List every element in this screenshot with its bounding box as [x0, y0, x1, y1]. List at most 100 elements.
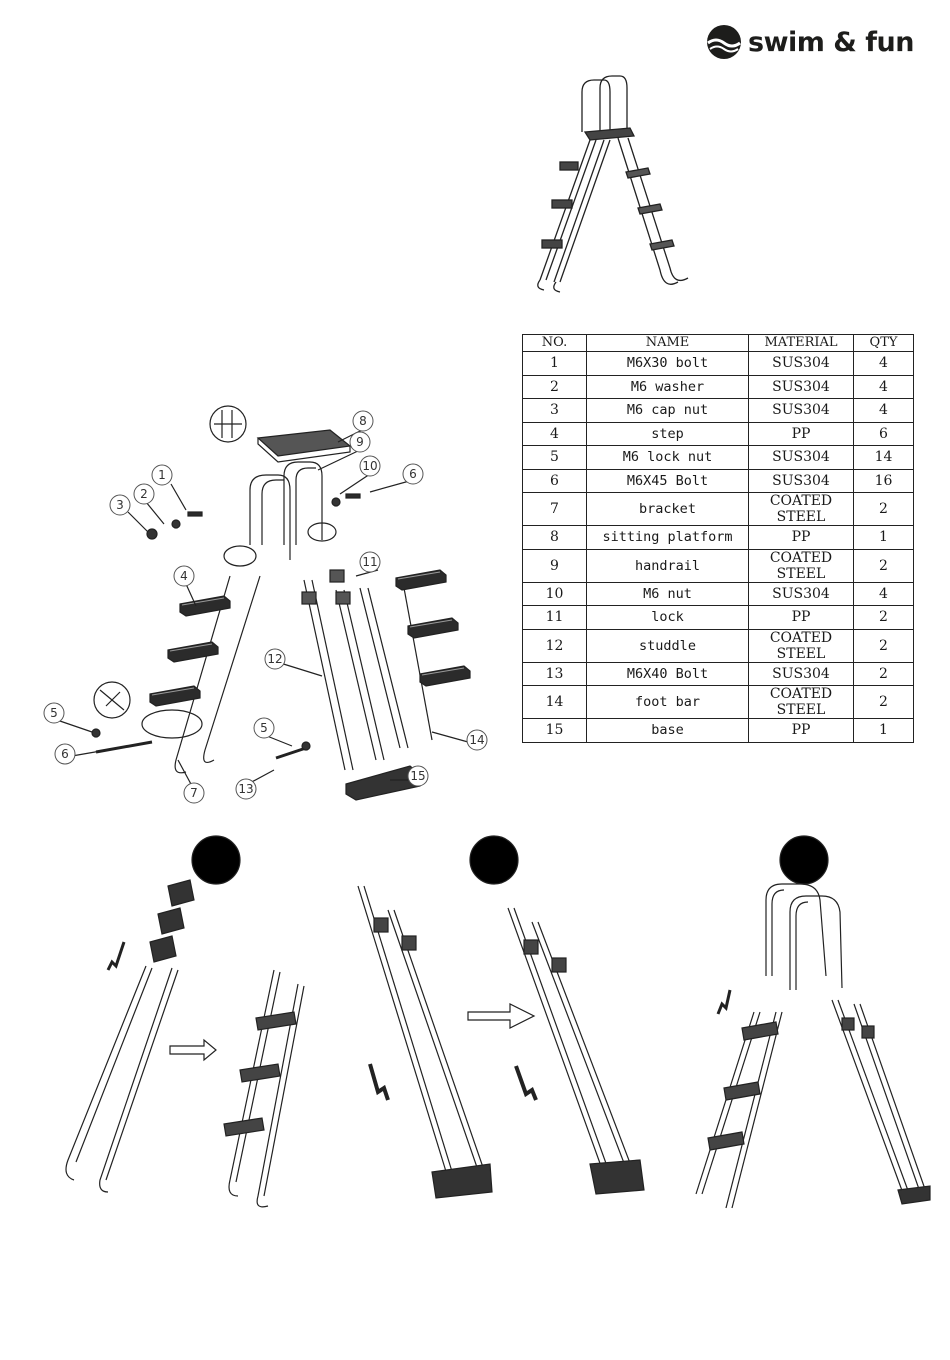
- cell-material: SUS304: [748, 468, 854, 493]
- col-header-material: MATERIAL: [748, 334, 854, 352]
- swim-and-fun-logo-icon: [707, 25, 741, 59]
- cell-name: lock: [586, 605, 749, 630]
- svg-text:14: 14: [469, 733, 484, 747]
- direction-arrow-icon: [368, 1063, 390, 1101]
- callout-15: 15: [407, 765, 429, 787]
- cell-no: 10: [522, 581, 587, 606]
- exploded-parts-diagram: [56, 405, 471, 801]
- callout-4: 4: [173, 565, 195, 587]
- callout-7: 7: [183, 782, 205, 804]
- cell-no: 5: [522, 445, 587, 470]
- callout-1: 1: [151, 464, 173, 486]
- cell-material: SUS304: [748, 398, 854, 423]
- cell-name: studdle: [586, 628, 749, 663]
- cell-material: PP: [748, 718, 854, 743]
- direction-arrow-icon: [716, 989, 732, 1015]
- cell-material: COATED STEEL: [748, 685, 854, 719]
- col-header-name: NAME: [586, 334, 749, 352]
- cell-name: bracket: [586, 492, 749, 526]
- callout-5: 5: [43, 702, 65, 724]
- assembly-step-1: [65, 835, 305, 1208]
- callout-10: 10: [359, 455, 381, 477]
- cell-qty: 2: [853, 605, 914, 630]
- cell-material: COATED STEEL: [748, 492, 854, 526]
- direction-arrow-icon: [169, 1038, 217, 1062]
- cell-material: SUS304: [748, 351, 854, 376]
- cell-name: handrail: [586, 548, 749, 583]
- cell-no: 2: [522, 374, 587, 399]
- svg-text:3: 3: [116, 498, 124, 512]
- cell-qty: 14: [853, 445, 914, 470]
- step-number-circle-icon: [469, 835, 519, 885]
- svg-text:5: 5: [50, 706, 58, 720]
- cell-qty: 2: [853, 492, 914, 526]
- cell-no: 13: [522, 661, 587, 686]
- cell-qty: 2: [853, 685, 914, 719]
- cell-no: 7: [522, 492, 587, 526]
- col-header-qty: QTY: [853, 334, 914, 352]
- callout-12: 12: [264, 648, 286, 670]
- cell-no: 1: [522, 351, 587, 376]
- direction-arrow-icon: [514, 1065, 538, 1101]
- svg-text:2: 2: [140, 487, 148, 501]
- cell-material: PP: [748, 525, 854, 550]
- cell-material: SUS304: [748, 445, 854, 470]
- cell-qty: 4: [853, 351, 914, 376]
- cell-qty: 6: [853, 421, 914, 446]
- cell-no: 3: [522, 398, 587, 423]
- svg-text:15: 15: [410, 769, 425, 783]
- cell-no: 11: [522, 605, 587, 630]
- svg-text:12: 12: [267, 652, 282, 666]
- callout-6: 6: [54, 743, 76, 765]
- svg-text:4: 4: [180, 569, 188, 583]
- cell-no: 9: [522, 548, 587, 583]
- cell-material: PP: [748, 421, 854, 446]
- cell-name: M6 nut: [586, 581, 749, 606]
- cell-qty: 1: [853, 525, 914, 550]
- assembled-ladder-drawing: [537, 75, 689, 293]
- svg-text:5: 5: [260, 721, 268, 735]
- direction-arrow-icon: [467, 1003, 536, 1029]
- svg-text:6: 6: [61, 747, 69, 761]
- callout-13: 13: [235, 778, 257, 800]
- cell-name: M6 washer: [586, 374, 749, 399]
- svg-text:7: 7: [190, 786, 198, 800]
- callout-9: 9: [349, 431, 371, 453]
- cell-qty: 16: [853, 468, 914, 493]
- cell-name: M6X40 Bolt: [586, 661, 749, 686]
- cell-no: 6: [522, 468, 587, 493]
- cell-name: M6X30 bolt: [586, 351, 749, 376]
- cell-name: base: [586, 718, 749, 743]
- callout-14: 14: [466, 729, 488, 751]
- cell-material: COATED STEEL: [748, 628, 854, 663]
- svg-text:9: 9: [356, 435, 364, 449]
- callout-8: 8: [352, 410, 374, 432]
- cell-name: step: [586, 421, 749, 446]
- callout-3: 3: [109, 494, 131, 516]
- callout-2: 2: [133, 483, 155, 505]
- cell-qty: 1: [853, 718, 914, 743]
- cell-qty: 4: [853, 581, 914, 606]
- col-header-no: NO.: [522, 334, 587, 352]
- cell-no: 4: [522, 421, 587, 446]
- svg-text:10: 10: [362, 459, 377, 473]
- cell-qty: 4: [853, 398, 914, 423]
- assembly-step-3: [695, 835, 931, 1209]
- cell-material: COATED STEEL: [748, 548, 854, 583]
- cell-no: 14: [522, 685, 587, 719]
- step-number-circle-icon: [779, 835, 829, 885]
- svg-text:11: 11: [362, 555, 377, 569]
- cell-name: foot bar: [586, 685, 749, 719]
